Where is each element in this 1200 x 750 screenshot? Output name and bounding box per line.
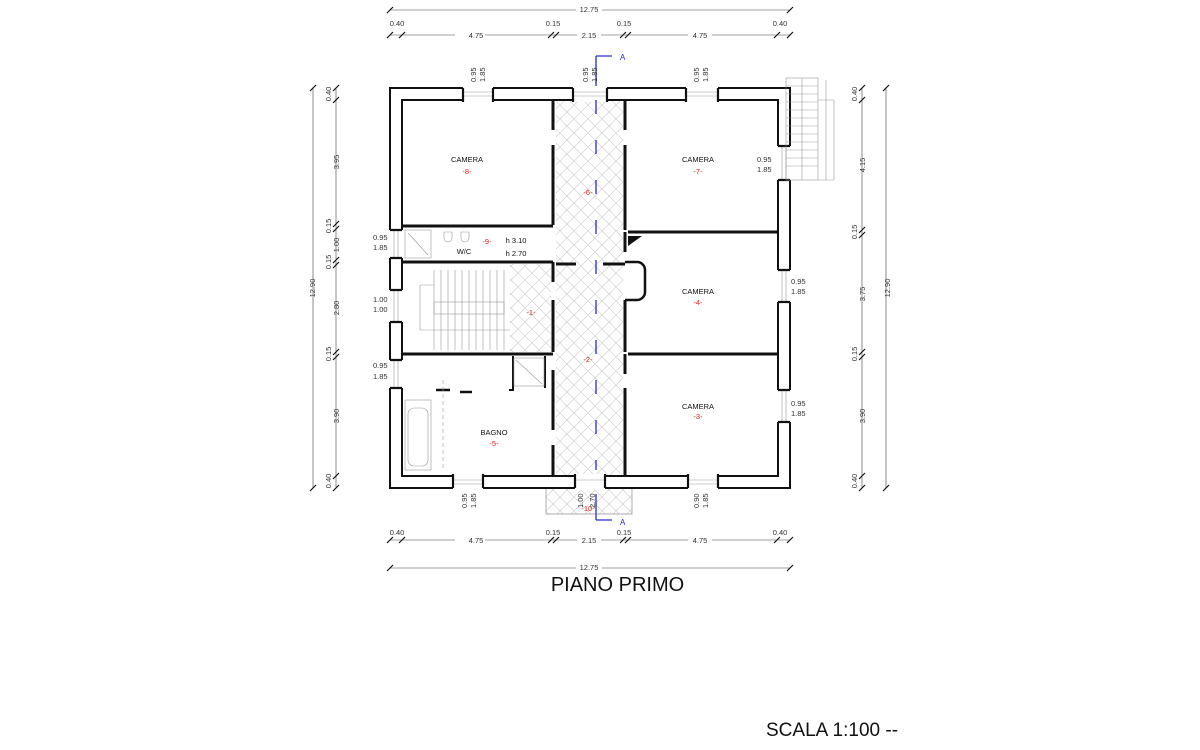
window-dim: 0.95: [373, 233, 388, 242]
dim-left: 0.40: [324, 474, 333, 489]
dim-left-total: 12.90: [308, 279, 317, 298]
room-number: -4-: [693, 298, 703, 307]
bathtub: [404, 357, 545, 471]
room-number: -3-: [693, 412, 703, 421]
window-dim: 1.85: [791, 287, 806, 296]
section-label-bottom: A: [620, 518, 626, 527]
room-number: -7-: [693, 167, 703, 176]
room-name: CAMERA: [682, 287, 714, 296]
dim-bottom: 0.15: [546, 528, 561, 537]
room-number: -6-: [583, 188, 593, 197]
window-dim: 0.95: [373, 361, 388, 370]
dim-top: 4.75: [469, 31, 484, 40]
dim-right: 3.90: [858, 409, 867, 424]
room-number: -9-: [482, 237, 492, 246]
dim-right-total: 12.90: [883, 279, 892, 298]
dim-top: 0.15: [617, 19, 632, 28]
dim-left: 3.90: [332, 409, 341, 424]
window-dim: 2.70: [588, 493, 597, 508]
dim-left: 0.15: [324, 347, 333, 362]
window-dim: 1.85: [791, 409, 806, 418]
drawing-title: PIANO PRIMO: [550, 574, 685, 596]
dim-left: 0.15: [324, 255, 333, 270]
outer-walls: [388, 86, 792, 490]
window-dim: 1.85: [590, 67, 599, 82]
dim-right: 0.15: [850, 225, 859, 240]
wc-fixtures: [404, 229, 470, 259]
window-dim: 1.85: [701, 67, 710, 82]
room-number: -10-: [581, 504, 595, 513]
dim-left: 3.95: [332, 155, 341, 170]
ceiling-height: h 3.10: [506, 236, 527, 245]
dim-bottom: 4.75: [469, 536, 484, 545]
window-dim: 1.85: [757, 165, 772, 174]
stair-landing-floor: [510, 264, 551, 352]
dim-top: 0.40: [773, 19, 788, 28]
room-name: BAGNO: [480, 428, 507, 437]
window-dim: 0.90: [692, 493, 701, 508]
dim-bottom: 0.40: [390, 528, 405, 537]
external-stair: [785, 77, 835, 181]
window-dim: 1.85: [478, 67, 487, 82]
dim-top: 0.40: [390, 19, 405, 28]
dim-top: 2.15: [582, 31, 597, 40]
room-name: W/C: [457, 247, 472, 256]
dim-bottom-total: 12.75: [580, 563, 599, 572]
window-dim: 0.95: [469, 67, 478, 82]
dim-right: 0.40: [850, 474, 859, 489]
dim-left: 0.40: [324, 87, 333, 102]
section-label-top: A: [620, 53, 626, 62]
room-number: -5-: [489, 439, 499, 448]
dim-right: 0.15: [850, 347, 859, 362]
window-dim: 1.85: [373, 372, 388, 381]
dim-left: 2.80: [332, 301, 341, 316]
balcony: [545, 487, 633, 515]
room-name: CAMERA: [682, 155, 714, 164]
dim-bottom: 4.75: [693, 536, 708, 545]
dim-bottom: 0.15: [617, 528, 632, 537]
window-dim: 0.95: [791, 277, 806, 286]
ceiling-height: h 2.70: [506, 249, 527, 258]
window-dim: 1.00: [576, 493, 585, 508]
dim-top: 0.15: [546, 19, 561, 28]
dim-top: 4.75: [693, 31, 708, 40]
dim-bottom: 2.15: [582, 536, 597, 545]
room-number: -2-: [583, 355, 593, 364]
room-number: -1-: [526, 308, 536, 317]
window-dim: 0.95: [791, 399, 806, 408]
interior-walls: [402, 100, 778, 476]
window-dim: 0.95: [692, 67, 701, 82]
window-dim: 1.00: [373, 305, 388, 314]
room-number: -8-: [462, 167, 472, 176]
window-dim: 1.85: [373, 243, 388, 252]
window-dim: 0.95: [757, 155, 772, 164]
window-dim: 1.85: [469, 493, 478, 508]
stair-void-marker: [628, 236, 642, 246]
window-dim: 0.95: [581, 67, 590, 82]
room-name: CAMERA: [682, 402, 714, 411]
dim-right: 0.40: [850, 87, 859, 102]
dim-left: 1.00: [332, 238, 341, 253]
dim-bottom: 0.40: [773, 528, 788, 537]
dim-right: 4.15: [858, 158, 867, 173]
dim-right: 3.75: [858, 287, 867, 302]
drawing-scale: SCALA 1:100 --: [766, 720, 899, 741]
corridor-floor: [556, 100, 623, 476]
section-line-a: [595, 55, 612, 521]
room-name: CAMERA: [451, 155, 483, 164]
dim-left: 0.15: [324, 219, 333, 234]
staircase: [419, 270, 510, 350]
window-dim: 0.95: [460, 493, 469, 508]
dim-top-total: 12.75: [580, 5, 599, 14]
window-dim: 1.85: [701, 493, 710, 508]
window-dim: 1.00: [373, 295, 388, 304]
